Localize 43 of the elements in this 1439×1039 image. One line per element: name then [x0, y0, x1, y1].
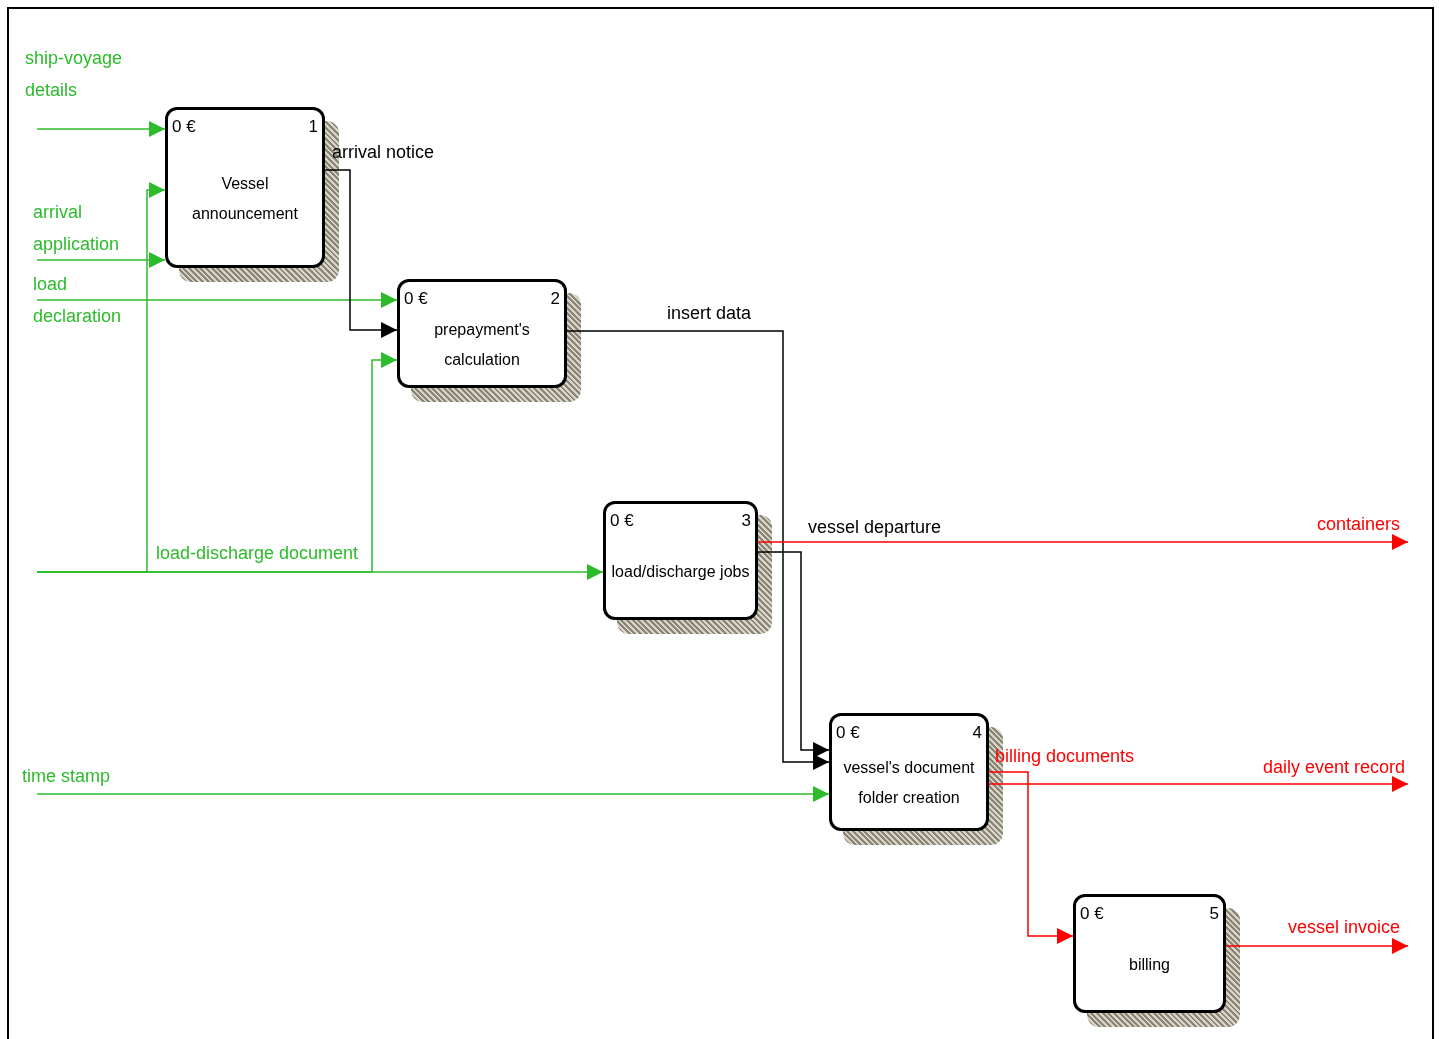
- cost-label: 0 €: [404, 290, 428, 307]
- edge-label: vessel departure: [808, 516, 942, 539]
- activity-name: prepayment's calculation: [433, 319, 531, 370]
- arrow: [757, 534, 1409, 550]
- arrow: [36, 252, 166, 268]
- activity-box: [1073, 894, 1226, 1013]
- arrow: [36, 786, 830, 802]
- box-number: 5: [1209, 905, 1219, 922]
- edge-label: load declaration: [33, 273, 123, 328]
- arrow: [757, 551, 830, 758]
- arrow: [36, 292, 398, 308]
- edge-label: ship-voyage details: [25, 47, 124, 102]
- edge-label: vessel invoice: [1287, 916, 1400, 939]
- activity-box: [603, 501, 758, 620]
- arrow: [36, 121, 166, 137]
- activity-name: Vessel announcement: [191, 173, 299, 224]
- activity-box: [165, 107, 325, 268]
- cost-label: 0 €: [836, 724, 860, 741]
- activity-name: vessel's document folder creation: [842, 758, 976, 808]
- edge-label: load-discharge document: [156, 542, 359, 565]
- cost-label: 0 €: [610, 512, 634, 529]
- arrow: [1225, 938, 1409, 954]
- edge-label: arrival notice: [332, 141, 435, 164]
- activity-box: [397, 279, 567, 388]
- edge-label: daily event record: [1262, 756, 1405, 779]
- arrow: [566, 330, 830, 770]
- edge-label: containers: [1316, 513, 1400, 536]
- activity-name: billing: [1129, 954, 1170, 975]
- activity-name: load/discharge jobs: [611, 561, 750, 582]
- cost-label: 0 €: [1080, 905, 1104, 922]
- edge-label: time stamp: [22, 765, 111, 788]
- edge-label: insert data: [667, 302, 752, 325]
- box-number: 2: [550, 290, 560, 307]
- arrow: [988, 776, 1409, 792]
- activity-box: [829, 713, 989, 831]
- arrow: [988, 771, 1074, 944]
- box-number: 3: [741, 512, 751, 529]
- arrow: [36, 564, 604, 580]
- cost-label: 0 €: [172, 118, 196, 135]
- arrow: [324, 169, 398, 338]
- box-number: 4: [972, 724, 982, 741]
- box-number: 1: [308, 118, 318, 135]
- edge-label: billing documents: [995, 745, 1135, 768]
